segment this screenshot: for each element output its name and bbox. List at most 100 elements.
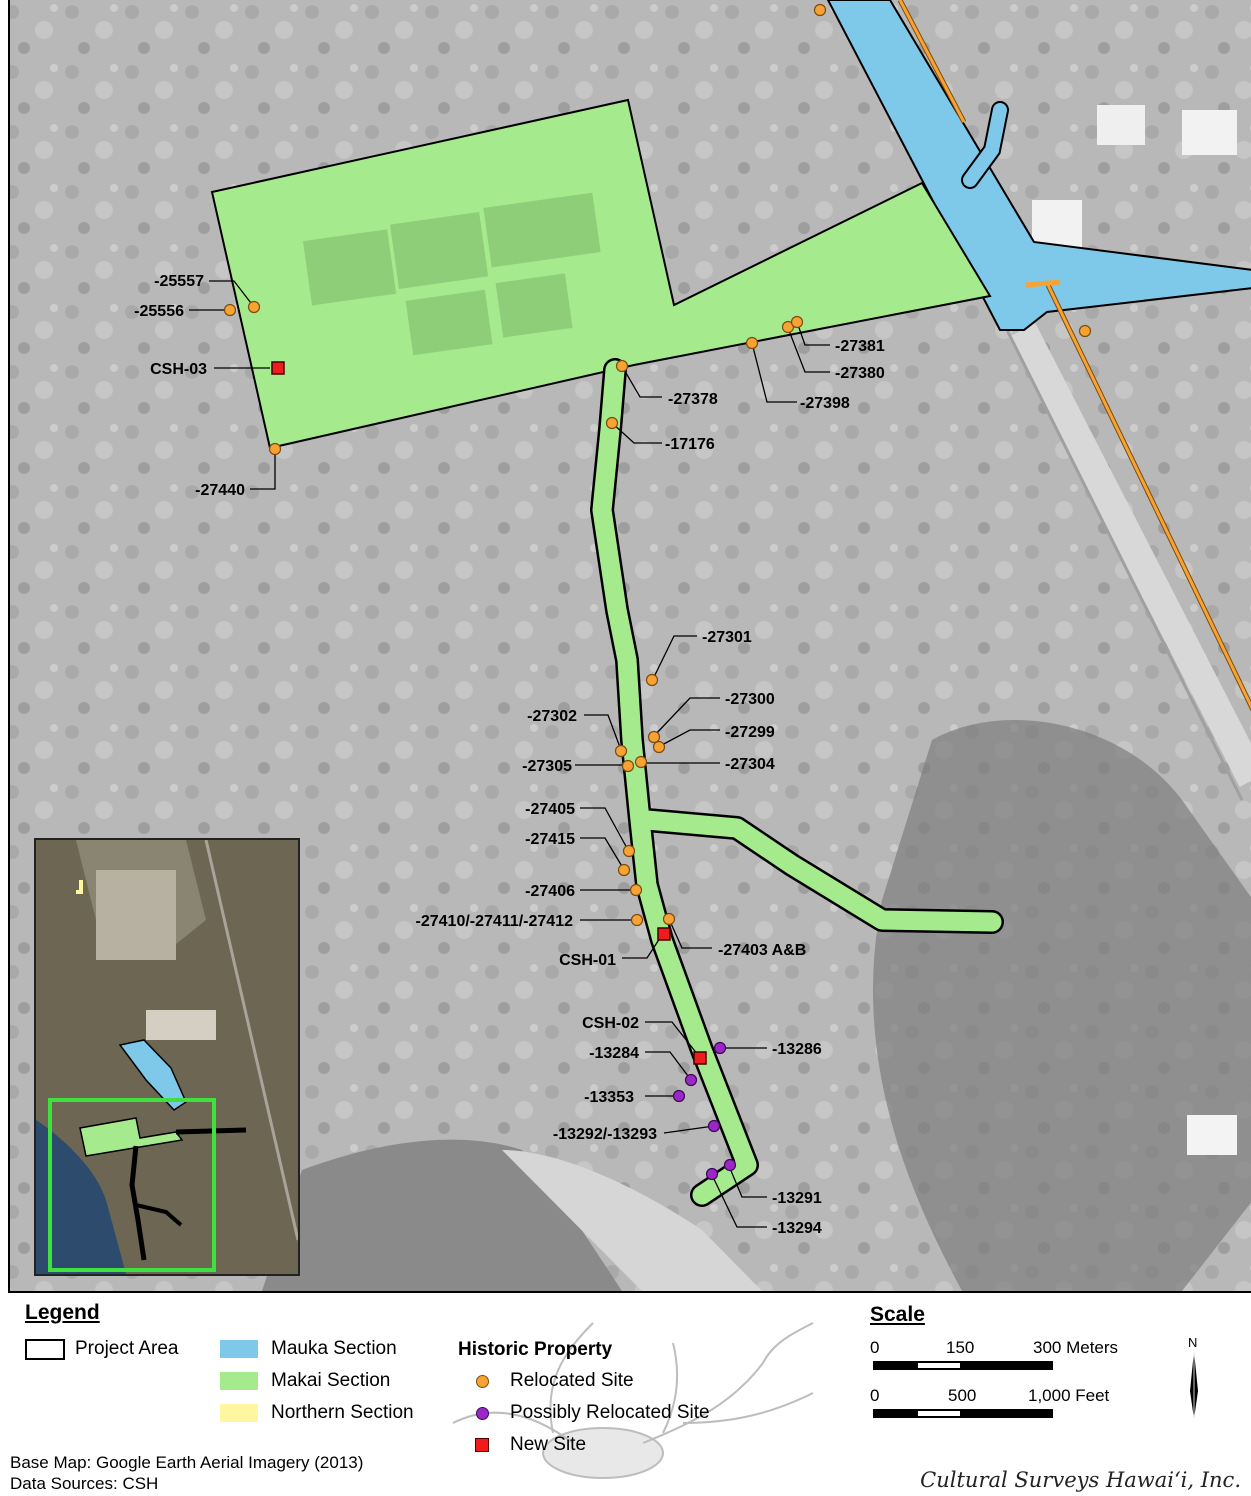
relocated-sites <box>223 3 1092 927</box>
site-marker <box>622 844 636 858</box>
site-label: -27398 <box>800 395 850 412</box>
site-marker <box>223 303 237 317</box>
dark-lava-area <box>873 720 1251 1291</box>
branch-fill <box>637 810 1002 932</box>
mauka-spur-fill <box>963 103 1007 187</box>
scale-feet-500: 500 <box>948 1386 977 1405</box>
possibly-relocated-site-symbol <box>476 1407 489 1420</box>
legend-title: Legend <box>25 1301 100 1324</box>
site-label: -13286 <box>772 1041 822 1058</box>
reservoir <box>389 212 489 289</box>
site-marker <box>672 1089 686 1103</box>
leader-lines <box>189 280 830 1228</box>
site-marker <box>745 336 759 350</box>
site-label: -13291 <box>772 1190 822 1207</box>
site-marker <box>634 755 648 769</box>
scale-meters-150: 150 <box>946 1338 975 1357</box>
site-marker <box>645 673 659 687</box>
site-labels: -25557 -25556 CSH-03 -27440 -27378 -1717… <box>134 273 885 1237</box>
site-marker <box>705 1167 719 1181</box>
site-label: -27403 A&B <box>718 942 806 959</box>
highway <box>1008 323 1251 787</box>
scale-feet-1000: 1,000 Feet <box>1028 1386 1110 1405</box>
site-label: -27301 <box>702 629 752 646</box>
possibly-relocated-site-label: Possibly Relocated Site <box>510 1402 710 1423</box>
site-marker <box>605 416 619 430</box>
site-label: -27406 <box>525 883 575 900</box>
site-marker <box>790 315 804 329</box>
corridor-fill <box>592 360 757 1205</box>
site-marker <box>614 744 628 758</box>
relocated-site-label: Relocated Site <box>510 1370 634 1391</box>
north-label: N <box>1188 1335 1198 1350</box>
site-label: -27378 <box>668 391 718 408</box>
reservoir <box>405 289 493 356</box>
site-label: -25556 <box>134 303 184 320</box>
map-panel[interactable]: -25557 -25556 CSH-03 -27440 -27378 -1717… <box>8 0 1251 1293</box>
building <box>1182 110 1237 155</box>
base-map-credit: Base Map: Google Earth Aerial Imagery (2… <box>10 1453 364 1472</box>
mauka-label: Mauka Section <box>271 1338 397 1359</box>
northern-label: Northern Section <box>271 1402 414 1423</box>
site-marker <box>662 912 676 926</box>
utility-line-fill <box>1046 284 1251 710</box>
site-label: -25557 <box>154 273 204 290</box>
scale-meters-0: 0 <box>870 1338 880 1357</box>
new-sites <box>271 361 707 1065</box>
historic-property-title: Historic Property <box>458 1339 613 1360</box>
site-marker <box>684 1073 698 1087</box>
scale-feet-0: 0 <box>870 1386 880 1405</box>
project-area-label: Project Area <box>75 1338 179 1359</box>
north-arrow-icon <box>1190 1351 1198 1419</box>
inset-locator-map <box>34 838 300 1276</box>
meters-scale-bar <box>873 1361 1053 1370</box>
site-label: CSH-02 <box>582 1015 639 1032</box>
site-label: -13353 <box>584 1089 634 1106</box>
feet-scale-bar <box>873 1409 1053 1418</box>
site-marker <box>247 300 261 314</box>
shoreline-sand <box>502 1150 762 1291</box>
highway-edge <box>1005 329 1244 801</box>
site-marker <box>781 320 795 334</box>
inset-svg <box>36 840 298 1274</box>
site-label: -27305 <box>522 758 572 775</box>
site-marker <box>1078 324 1092 338</box>
site-marker <box>629 883 643 897</box>
site-marker <box>271 361 285 375</box>
site-label: CSH-03 <box>150 361 207 378</box>
site-label: -27410/-27411/-27412 <box>416 913 574 930</box>
site-marker <box>647 730 661 744</box>
utility-crossbar <box>1025 279 1061 288</box>
site-label: -27381 <box>835 338 885 355</box>
site-marker <box>617 863 631 877</box>
mauka-swatch <box>220 1340 258 1358</box>
decorative-sketch-icon <box>452 1322 814 1479</box>
site-marker <box>268 442 282 456</box>
site-label: -27304 <box>725 756 775 773</box>
utility-line-fill <box>898 0 966 123</box>
site-label: -17176 <box>665 436 715 453</box>
makai-label: Makai Section <box>271 1370 391 1391</box>
makai-section <box>210 98 992 450</box>
reservoir <box>302 229 397 306</box>
publisher-credit: Cultural Surveys Hawai‘i, Inc. <box>920 1468 1241 1492</box>
scale-meters-300: 300 Meters <box>1033 1338 1119 1357</box>
site-marker <box>813 3 827 17</box>
site-label: -27302 <box>527 708 577 725</box>
site-label: -27299 <box>725 724 775 741</box>
building <box>1032 200 1082 250</box>
site-label: -27415 <box>525 831 575 848</box>
site-marker <box>630 913 644 927</box>
site-marker <box>652 740 666 754</box>
site-marker <box>621 759 635 773</box>
new-site-symbol <box>475 1438 489 1452</box>
site-label: -13292/-13293 <box>553 1126 657 1143</box>
site-marker <box>657 927 671 941</box>
site-label: -27405 <box>525 801 575 818</box>
site-label: -13284 <box>589 1045 639 1062</box>
project-area-swatch <box>25 1339 65 1360</box>
building <box>1187 1115 1237 1155</box>
reservoir <box>483 192 601 268</box>
site-label: -27380 <box>835 365 885 382</box>
relocated-site-symbol <box>476 1375 489 1388</box>
